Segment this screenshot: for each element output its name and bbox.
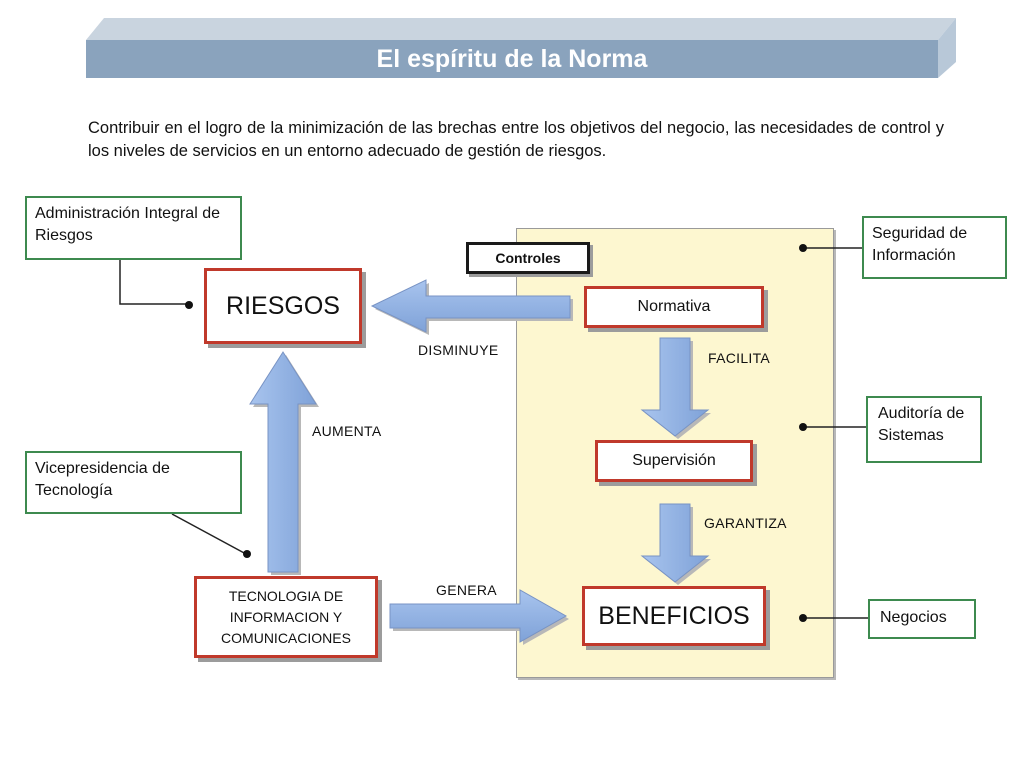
controles-label: Controles	[466, 242, 590, 274]
edge-label-aumenta: AUMENTA	[312, 423, 382, 439]
banner-top-face	[86, 18, 956, 40]
connector-auditoria	[799, 423, 866, 431]
connector-admin-riesgos	[119, 258, 193, 309]
arrow-garantiza	[640, 503, 711, 585]
arrow-facilita	[640, 337, 711, 439]
tic-label: TECNOLOGIA DE INFORMACION Y COMUNICACION…	[221, 587, 351, 646]
callout-seguridad: Seguridad de Información	[862, 216, 1007, 279]
connector-vp-tic	[171, 513, 251, 558]
intro-paragraph: Contribuir en el logro de la minimizació…	[88, 119, 944, 160]
banner-side-face	[938, 18, 956, 78]
beneficios-label: BENEFICIOS	[598, 601, 750, 630]
edge-label-genera: GENERA	[436, 582, 497, 598]
page-title: El espíritu de la Norma	[376, 45, 648, 73]
title-banner	[86, 18, 956, 78]
callout-negocios: Negocios	[868, 599, 976, 639]
supervision-box: Supervisión	[595, 440, 753, 482]
arrow-genera	[389, 589, 569, 645]
riesgos-box: RIESGOS	[204, 268, 362, 344]
supervision-label: Supervisión	[632, 452, 716, 469]
callout-auditoria: Auditoría de Sistemas	[866, 396, 982, 463]
callout-admin-riesgos: Administración Integral de Riesgos	[25, 196, 242, 260]
callout-vp-tecnologia: Vicepresidencia de Tecnología	[25, 451, 242, 514]
tic-box: TECNOLOGIA DE INFORMACION Y COMUNICACION…	[194, 576, 378, 658]
arrow-disminuye	[370, 279, 573, 335]
normativa-box: Normativa	[584, 286, 764, 328]
edge-label-facilita: FACILITA	[708, 350, 771, 366]
normativa-label: Normativa	[637, 298, 711, 315]
banner-front-face	[86, 40, 938, 78]
arrow-aumenta	[249, 351, 319, 575]
connector-seguridad	[799, 244, 862, 252]
riesgos-label: RIESGOS	[226, 291, 340, 320]
connector-negocios	[799, 614, 868, 622]
edge-label-garantiza: GARANTIZA	[704, 515, 787, 531]
beneficios-box: BENEFICIOS	[582, 586, 766, 646]
edge-label-disminuye: DISMINUYE	[418, 342, 499, 358]
